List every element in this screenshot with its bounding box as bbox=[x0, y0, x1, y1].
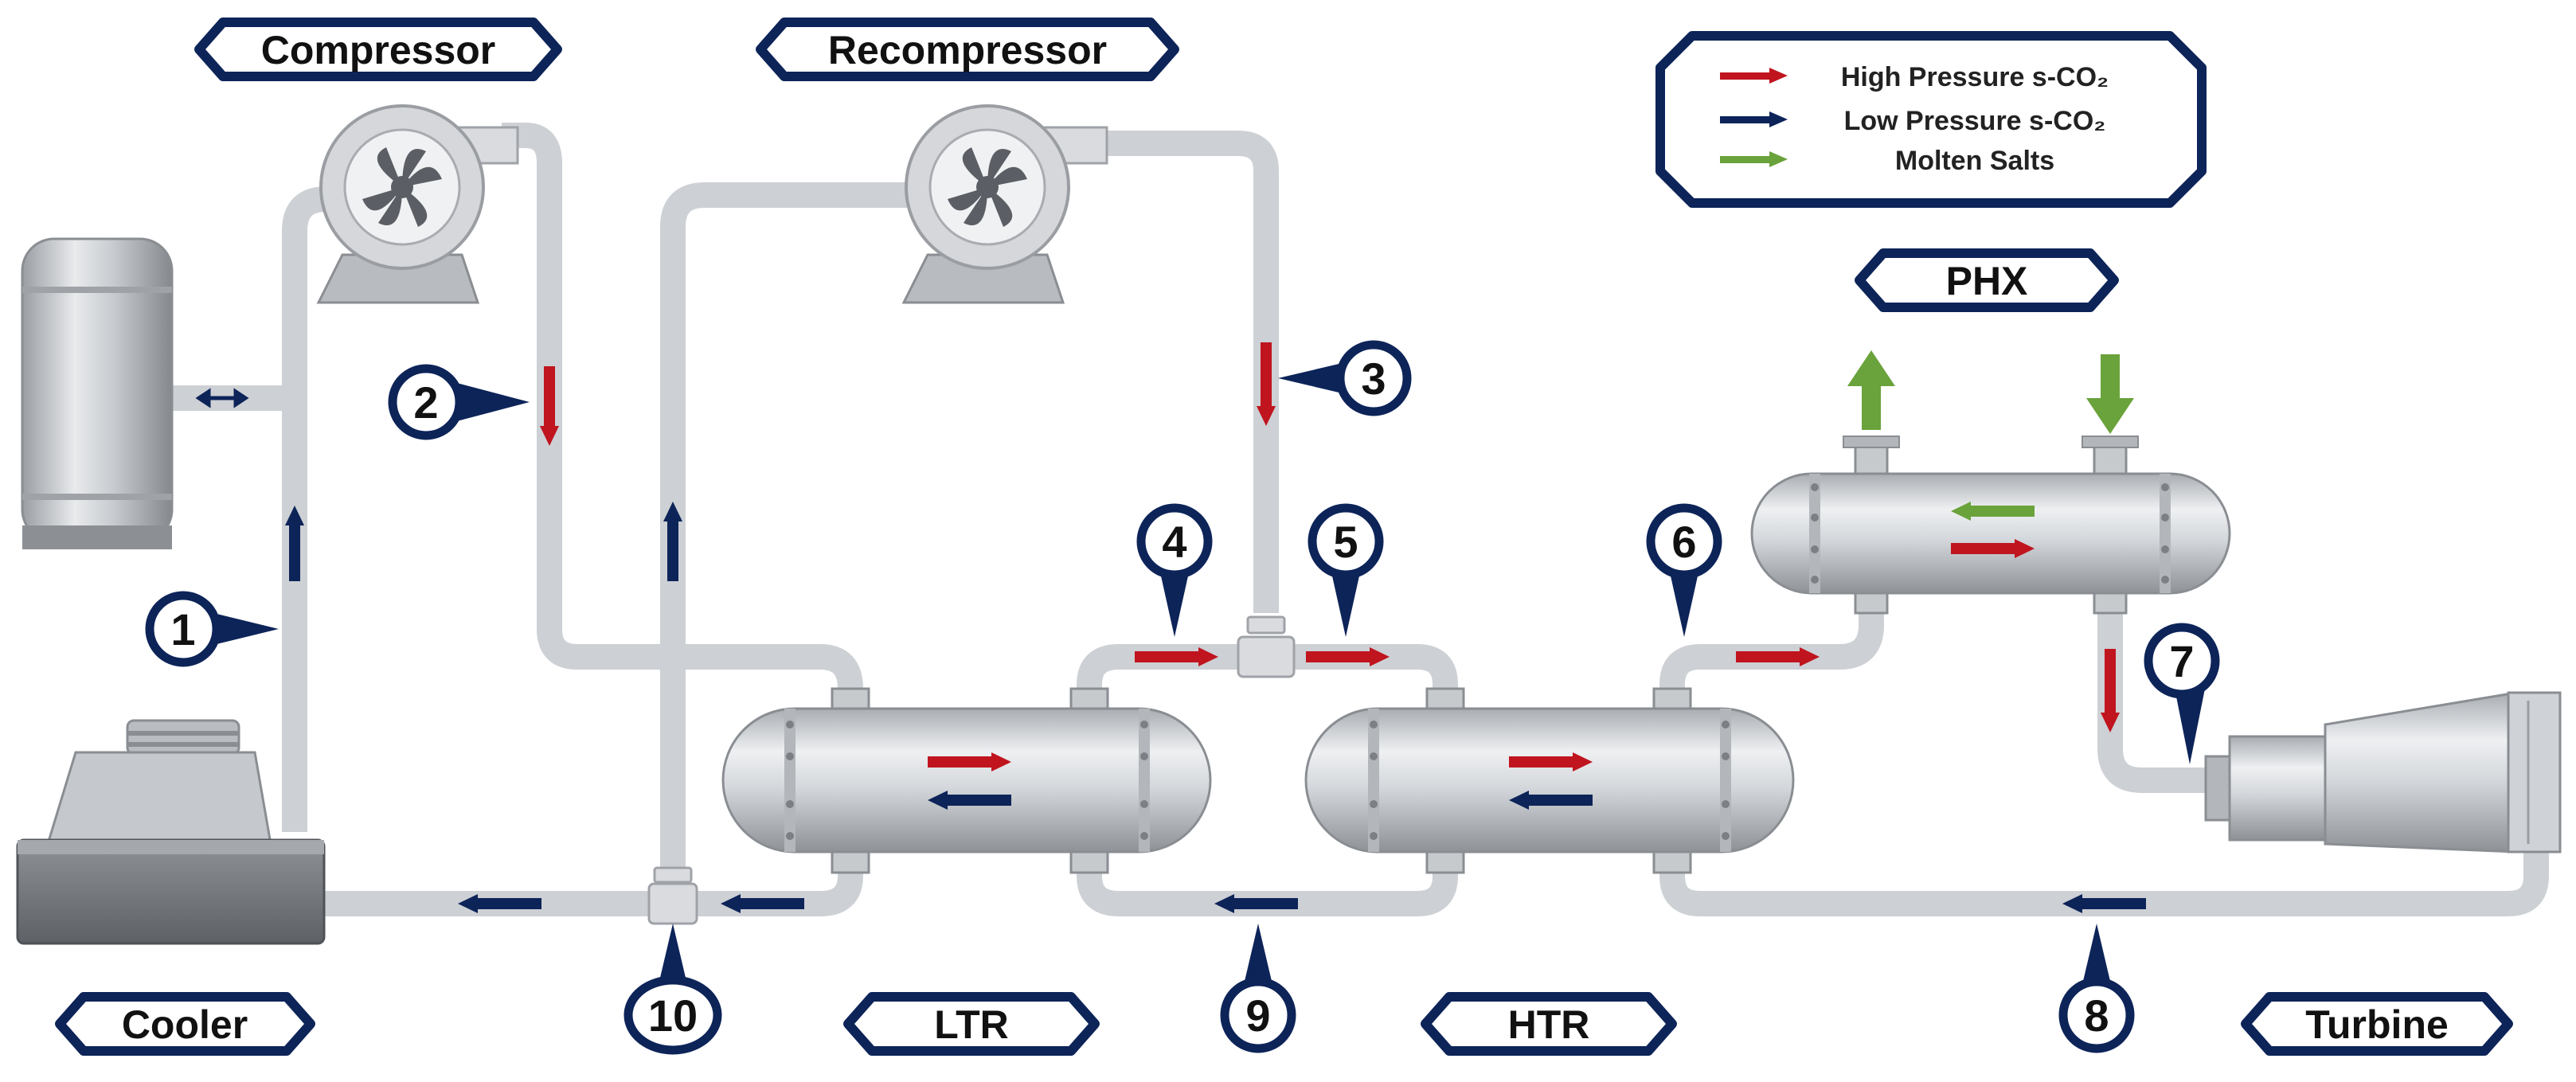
phx-salt-arrow bbox=[1951, 502, 2035, 521]
state-point-10: 10 bbox=[623, 924, 722, 1055]
legend-item-low-pressure: Low Pressure s-CO₂ bbox=[1720, 106, 2105, 136]
pipe-state-8 bbox=[1659, 852, 2549, 916]
compressor-icon bbox=[316, 104, 519, 304]
fan-icon bbox=[362, 147, 442, 227]
fan-icon bbox=[948, 147, 1027, 227]
state-point-4: 4 bbox=[1136, 503, 1213, 637]
arrow-state-5 bbox=[1306, 647, 1390, 666]
svg-text:Molten Salts: Molten Salts bbox=[1895, 146, 2054, 176]
cooler-icon bbox=[16, 719, 326, 945]
molten-salt-in-arrow bbox=[2086, 354, 2134, 434]
pipe-state-4-5 bbox=[1077, 644, 1458, 701]
arrow-state-7 bbox=[2101, 649, 2120, 732]
state-point-8: 8 bbox=[2058, 924, 2135, 1053]
component-labels: Compressor Recompressor PHX Cooler LTR H… bbox=[55, 18, 2513, 1056]
svg-text:High Pressure s-CO₂: High Pressure s-CO₂ bbox=[1841, 62, 2109, 92]
svg-text:3: 3 bbox=[1361, 354, 1386, 404]
arrow-to-cooler bbox=[458, 894, 541, 913]
pipe-recompressor-suction bbox=[660, 182, 940, 892]
pipe-state-9 bbox=[1077, 860, 1458, 916]
svg-text:9: 9 bbox=[1245, 990, 1270, 1041]
legend-item-high-pressure: High Pressure s-CO₂ bbox=[1720, 62, 2109, 92]
ltr-heat-exchanger-icon bbox=[721, 687, 1212, 874]
arrow-state-6 bbox=[1736, 647, 1820, 666]
arrow-recompressor-suction bbox=[663, 502, 682, 581]
svg-text:7: 7 bbox=[2169, 636, 2194, 686]
pipe-state-7 bbox=[2097, 597, 2214, 793]
molten-salt-out-arrow bbox=[1847, 350, 1895, 430]
label-ltr: LTR bbox=[843, 992, 1100, 1056]
htr-hot-arrow bbox=[1509, 752, 1593, 771]
state-point-9: 9 bbox=[1220, 924, 1296, 1053]
ltr-cold-arrow bbox=[928, 791, 1011, 810]
recompressor-icon bbox=[901, 104, 1108, 304]
svg-text:Turbine: Turbine bbox=[2305, 1002, 2449, 1047]
label-phx: PHX bbox=[1855, 248, 2119, 312]
arrow-state-4 bbox=[1135, 647, 1218, 666]
arrow-state-3 bbox=[1257, 342, 1276, 426]
ltr-hot-arrow bbox=[928, 752, 1011, 771]
pipe-state-3 bbox=[1099, 131, 1279, 613]
tank-arrow bbox=[195, 388, 249, 408]
flow-arrows bbox=[195, 342, 2146, 913]
arrow-state-1 bbox=[285, 506, 304, 581]
tank-icon bbox=[21, 237, 174, 549]
htr-heat-exchanger-icon bbox=[1304, 687, 1795, 874]
pipe-state-10 bbox=[322, 860, 863, 916]
svg-text:LTR: LTR bbox=[934, 1002, 1008, 1047]
phx-heat-exchanger-icon bbox=[1750, 436, 2231, 615]
label-recompressor: Recompressor bbox=[756, 18, 1179, 81]
pipe-state-6 bbox=[1659, 597, 1884, 701]
arrow-state-2 bbox=[540, 366, 559, 446]
label-htr: HTR bbox=[1421, 992, 1677, 1056]
legend-item-molten-salts: Molten Salts bbox=[1720, 146, 2054, 176]
state-point-7: 7 bbox=[2144, 623, 2220, 764]
arrow-ltr-outlet bbox=[721, 894, 804, 913]
mixer-tee bbox=[1237, 635, 1296, 678]
svg-text:6: 6 bbox=[1671, 517, 1696, 567]
state-point-6: 6 bbox=[1646, 503, 1722, 637]
svg-text:HTR: HTR bbox=[1508, 1002, 1590, 1047]
state-point-1: 1 bbox=[145, 591, 279, 667]
turbine-icon bbox=[2204, 691, 2562, 853]
label-cooler: Cooler bbox=[55, 992, 315, 1056]
svg-text:10: 10 bbox=[648, 990, 698, 1041]
svg-text:Low Pressure s-CO₂: Low Pressure s-CO₂ bbox=[1844, 106, 2106, 136]
splitter-tee-10 bbox=[647, 882, 698, 925]
htr-cold-arrow bbox=[1509, 791, 1593, 810]
svg-text:4: 4 bbox=[1162, 517, 1186, 567]
svg-text:8: 8 bbox=[2084, 990, 2109, 1041]
pipe-network bbox=[171, 123, 2549, 916]
legend: High Pressure s-CO₂ Low Pressure s-CO₂ M… bbox=[1655, 31, 2207, 208]
label-compressor: Compressor bbox=[194, 18, 562, 81]
arrow-state-8 bbox=[2062, 894, 2146, 913]
svg-text:Compressor: Compressor bbox=[261, 28, 496, 72]
state-point-callouts: 1 2 3 4 5 6 7 bbox=[145, 340, 2220, 1055]
state-point-5: 5 bbox=[1308, 503, 1384, 637]
svg-text:2: 2 bbox=[413, 377, 438, 428]
state-point-3: 3 bbox=[1278, 340, 1412, 416]
pipe-state-2 bbox=[502, 123, 863, 701]
state-point-2: 2 bbox=[388, 364, 530, 440]
svg-text:Recompressor: Recompressor bbox=[828, 28, 1107, 72]
arrow-state-9 bbox=[1214, 894, 1298, 913]
label-turbine: Turbine bbox=[2241, 992, 2513, 1056]
svg-text:PHX: PHX bbox=[1946, 259, 2028, 303]
svg-text:5: 5 bbox=[1333, 517, 1358, 567]
svg-text:Cooler: Cooler bbox=[122, 1002, 248, 1047]
phx-co2-arrow bbox=[1951, 539, 2035, 558]
svg-text:1: 1 bbox=[170, 604, 195, 654]
